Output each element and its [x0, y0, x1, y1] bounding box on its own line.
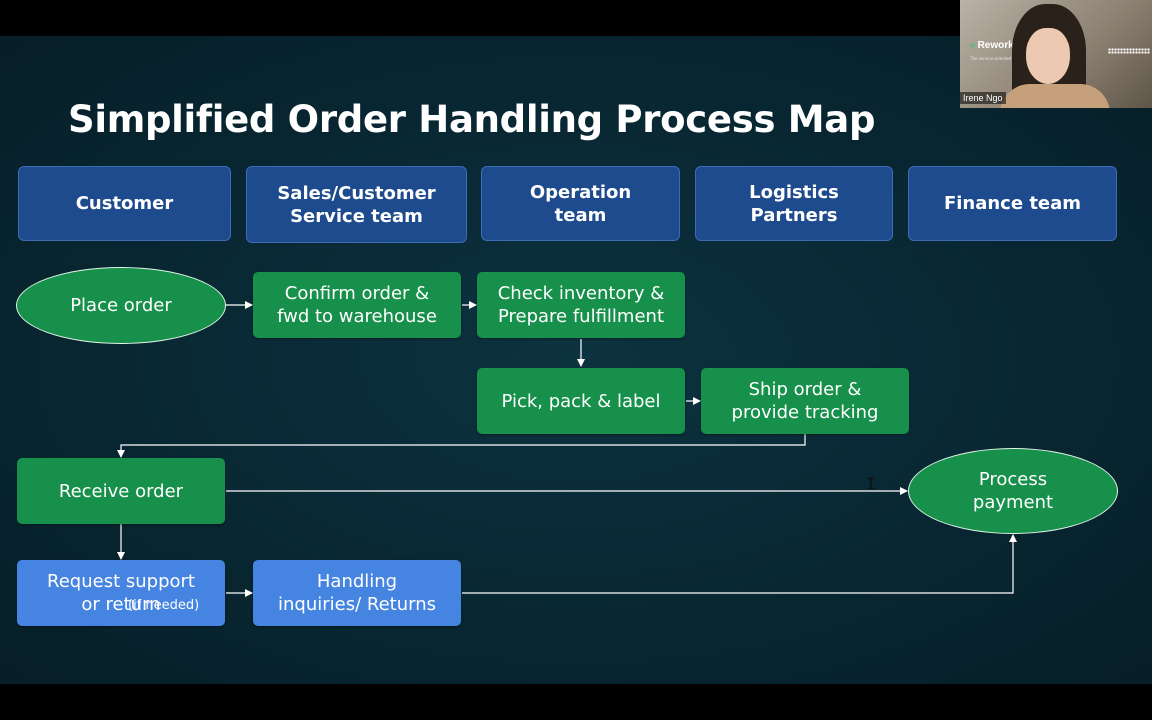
step-handling-inquiries: Handling inquiries/ Returns — [253, 560, 461, 626]
presenter-body — [1000, 84, 1110, 108]
step-check-inventory-label: Check inventory & Prepare fulfillment — [497, 283, 665, 327]
presenter-name: Irene Ngo — [960, 92, 1006, 104]
presenter-webcam: «Rework.c The service-oriented operatio … — [960, 0, 1152, 108]
step-process-payment-label: Process payment — [972, 469, 1054, 513]
step-confirm-order-label: Confirm order & fwd to warehouse — [277, 283, 437, 327]
step-pick-pack-label: Pick, pack & label — [477, 368, 685, 434]
slide-title: Simplified Order Handling Process Map — [68, 98, 876, 141]
rework-tagline: The service-oriented operatio — [970, 56, 1030, 61]
rework-logo: «Rework.c — [970, 40, 1022, 51]
rework-logo-text: Rework.c — [977, 40, 1023, 51]
presenter-face — [1026, 28, 1070, 84]
step-request-support-note: (if needed) — [128, 598, 200, 613]
lane-operation: Operation team — [481, 166, 680, 241]
decorative-dots — [1108, 48, 1150, 54]
step-receive-order: Receive order — [17, 458, 225, 524]
lane-finance: Finance team — [908, 166, 1117, 241]
step-confirm-order: Confirm order & fwd to warehouse — [253, 272, 461, 338]
rework-logo-icon: « — [970, 40, 976, 51]
lane-logistics: Logistics Partners — [695, 166, 893, 241]
text-cursor-icon: I — [866, 474, 876, 493]
step-request-support: Request support or return — [17, 560, 225, 626]
step-handling-inquiries-label: Handling inquiries/ Returns — [278, 571, 436, 615]
step-ship-order: Ship order & provide tracking — [701, 368, 909, 434]
step-place-order: Place order — [16, 267, 226, 344]
step-process-payment: Process payment — [908, 448, 1118, 534]
lane-operation-label: Operation team — [529, 181, 632, 226]
step-ship-order-label: Ship order & provide tracking — [731, 379, 879, 423]
lane-sales-service: Sales/Customer Service team — [246, 166, 467, 243]
step-check-inventory: Check inventory & Prepare fulfillment — [477, 272, 685, 338]
lane-customer: Customer — [18, 166, 231, 241]
step-request-support-label: Request support or return — [47, 571, 195, 615]
lane-sales-service-label: Sales/Customer Service team — [277, 182, 436, 227]
lane-logistics-label: Logistics Partners — [749, 181, 839, 226]
